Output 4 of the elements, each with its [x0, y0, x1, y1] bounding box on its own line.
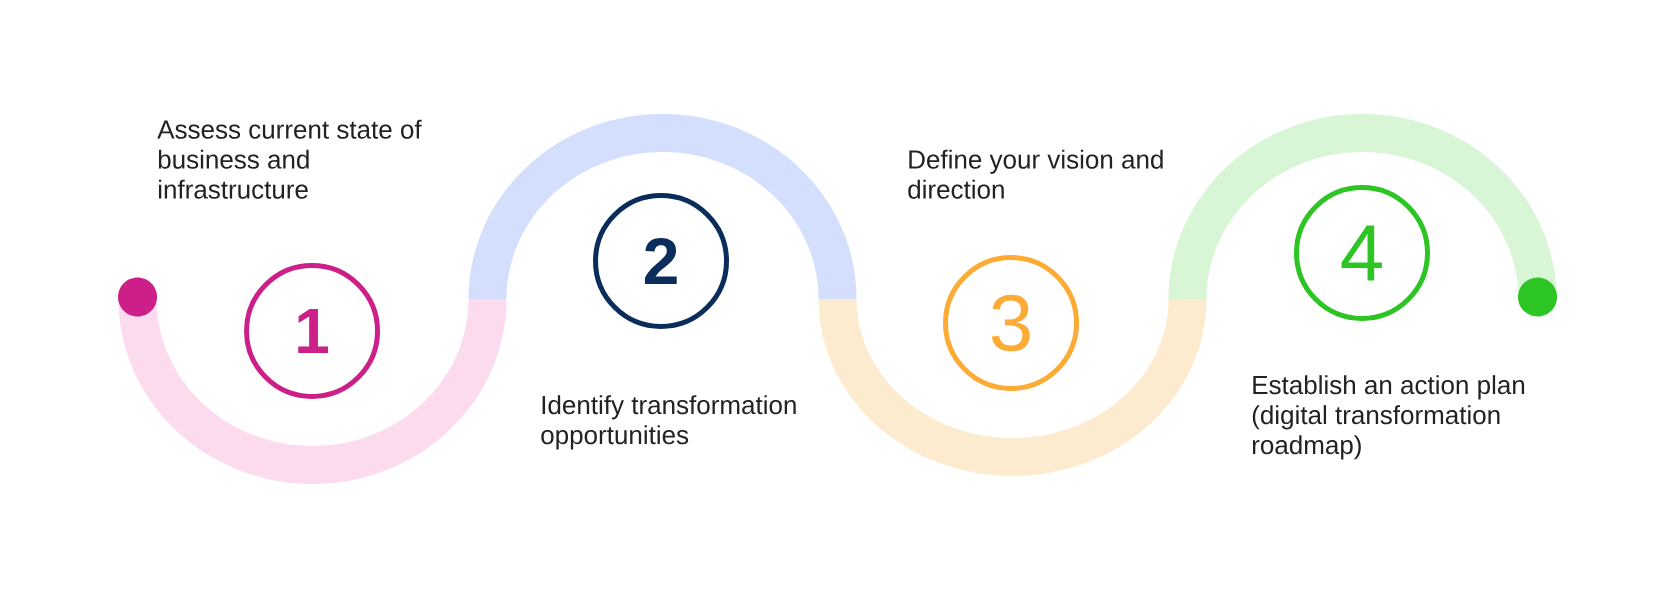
step-description: Establish an action plan (digital transformation roadmap) — [1252, 375, 1525, 460]
step-description: Identify transformation opportunities — [541, 395, 796, 450]
step-description: Define your vision and direction — [908, 149, 1163, 199]
step-description: Assess current state of business and infrastructure — [157, 119, 422, 199]
